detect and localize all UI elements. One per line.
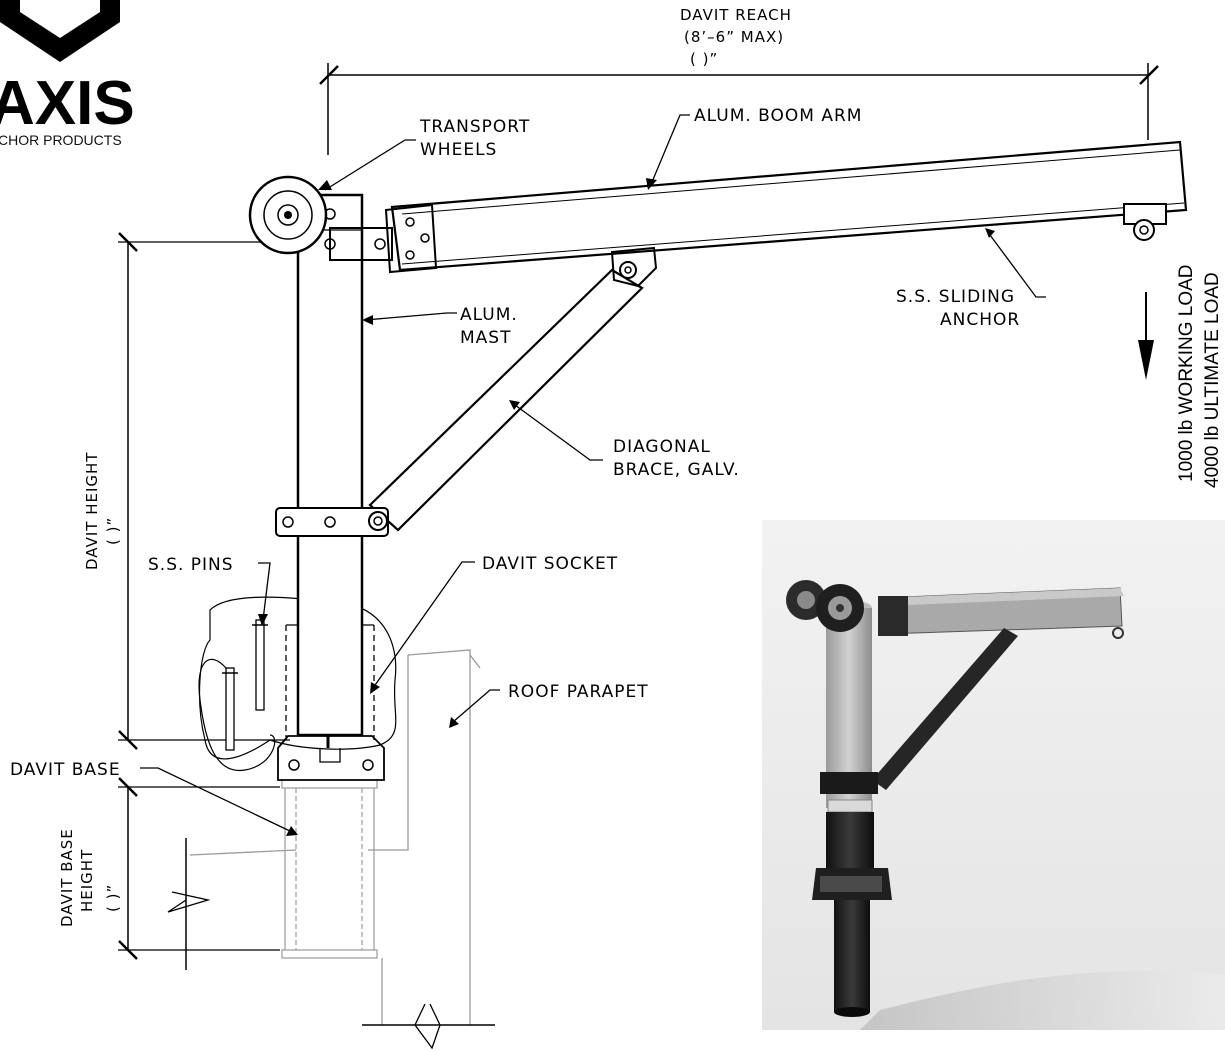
davit-socket-label: DAVIT SOCKET xyxy=(482,554,618,574)
davit-base xyxy=(281,779,378,959)
logo-subtitle: CHOR PRODUCTS xyxy=(0,132,122,148)
product-photo xyxy=(762,520,1225,1030)
alum-mast xyxy=(296,193,364,737)
axis-logo: AXIS CHOR PRODUCTS xyxy=(0,0,135,148)
leader-lines xyxy=(140,114,1046,836)
sliding-anchor-label: S.S. SLIDING xyxy=(896,287,1015,307)
down-arrow-icon xyxy=(1138,340,1154,380)
davit-height-dimension: DAVIT HEIGHT ( )” xyxy=(83,232,300,750)
transport-wheel xyxy=(248,175,328,255)
davit-height-label: DAVIT HEIGHT xyxy=(83,452,101,570)
davit-base-height-value: ( )” xyxy=(104,884,122,912)
davit-base-height-dimension: DAVIT BASE HEIGHT ( )” xyxy=(58,777,280,960)
davit-base-height-label: DAVIT BASE xyxy=(58,828,76,927)
transport-wheels-label2: WHEELS xyxy=(420,140,497,160)
davit-reach-label: DAVIT REACH xyxy=(680,6,792,24)
transport-wheels-label: TRANSPORT xyxy=(419,117,530,137)
load-indicator: 1000 lb WORKING LOAD 4000 lb ULTIMATE LO… xyxy=(1138,264,1223,488)
davit-reach-max: (8’–6” MAX) xyxy=(684,28,784,46)
shield-chevron-icon xyxy=(0,0,120,62)
ultimate-load: 4000 lb ULTIMATE LOAD xyxy=(1202,272,1223,488)
working-load: 1000 lb WORKING LOAD xyxy=(1176,264,1197,482)
sliding-anchor xyxy=(1123,203,1167,241)
brace-label: DIAGONAL xyxy=(613,437,711,457)
ss-pins xyxy=(198,619,276,771)
mast-label2: MAST xyxy=(460,328,511,348)
brace-label2: BRACE, GALV. xyxy=(613,460,740,480)
logo-word: AXIS xyxy=(0,69,135,138)
davit-height-value: ( )” xyxy=(104,517,122,545)
davit-base-height-label2: HEIGHT xyxy=(78,849,96,912)
callout-labels: TRANSPORT WHEELS ALUM. BOOM ARM ALUM. MA… xyxy=(10,106,1020,780)
brace-clamp xyxy=(275,507,389,537)
davit-reach-value: ( )” xyxy=(690,50,718,68)
ss-pins-label: S.S. PINS xyxy=(148,555,234,575)
mast-label: ALUM. xyxy=(460,305,518,325)
boom-arm-label: ALUM. BOOM ARM xyxy=(694,106,862,126)
sliding-anchor-label2: ANCHOR xyxy=(940,310,1020,330)
davit-base-label: DAVIT BASE xyxy=(10,760,121,780)
diagonal-brace xyxy=(368,246,658,532)
alum-boom-arm xyxy=(384,140,1188,274)
roof-parapet-label: ROOF PARAPET xyxy=(508,682,649,702)
roof-parapet xyxy=(167,649,495,1050)
davit-reach-dimension: DAVIT REACH (8’–6” MAX) ( )” xyxy=(319,6,1159,155)
